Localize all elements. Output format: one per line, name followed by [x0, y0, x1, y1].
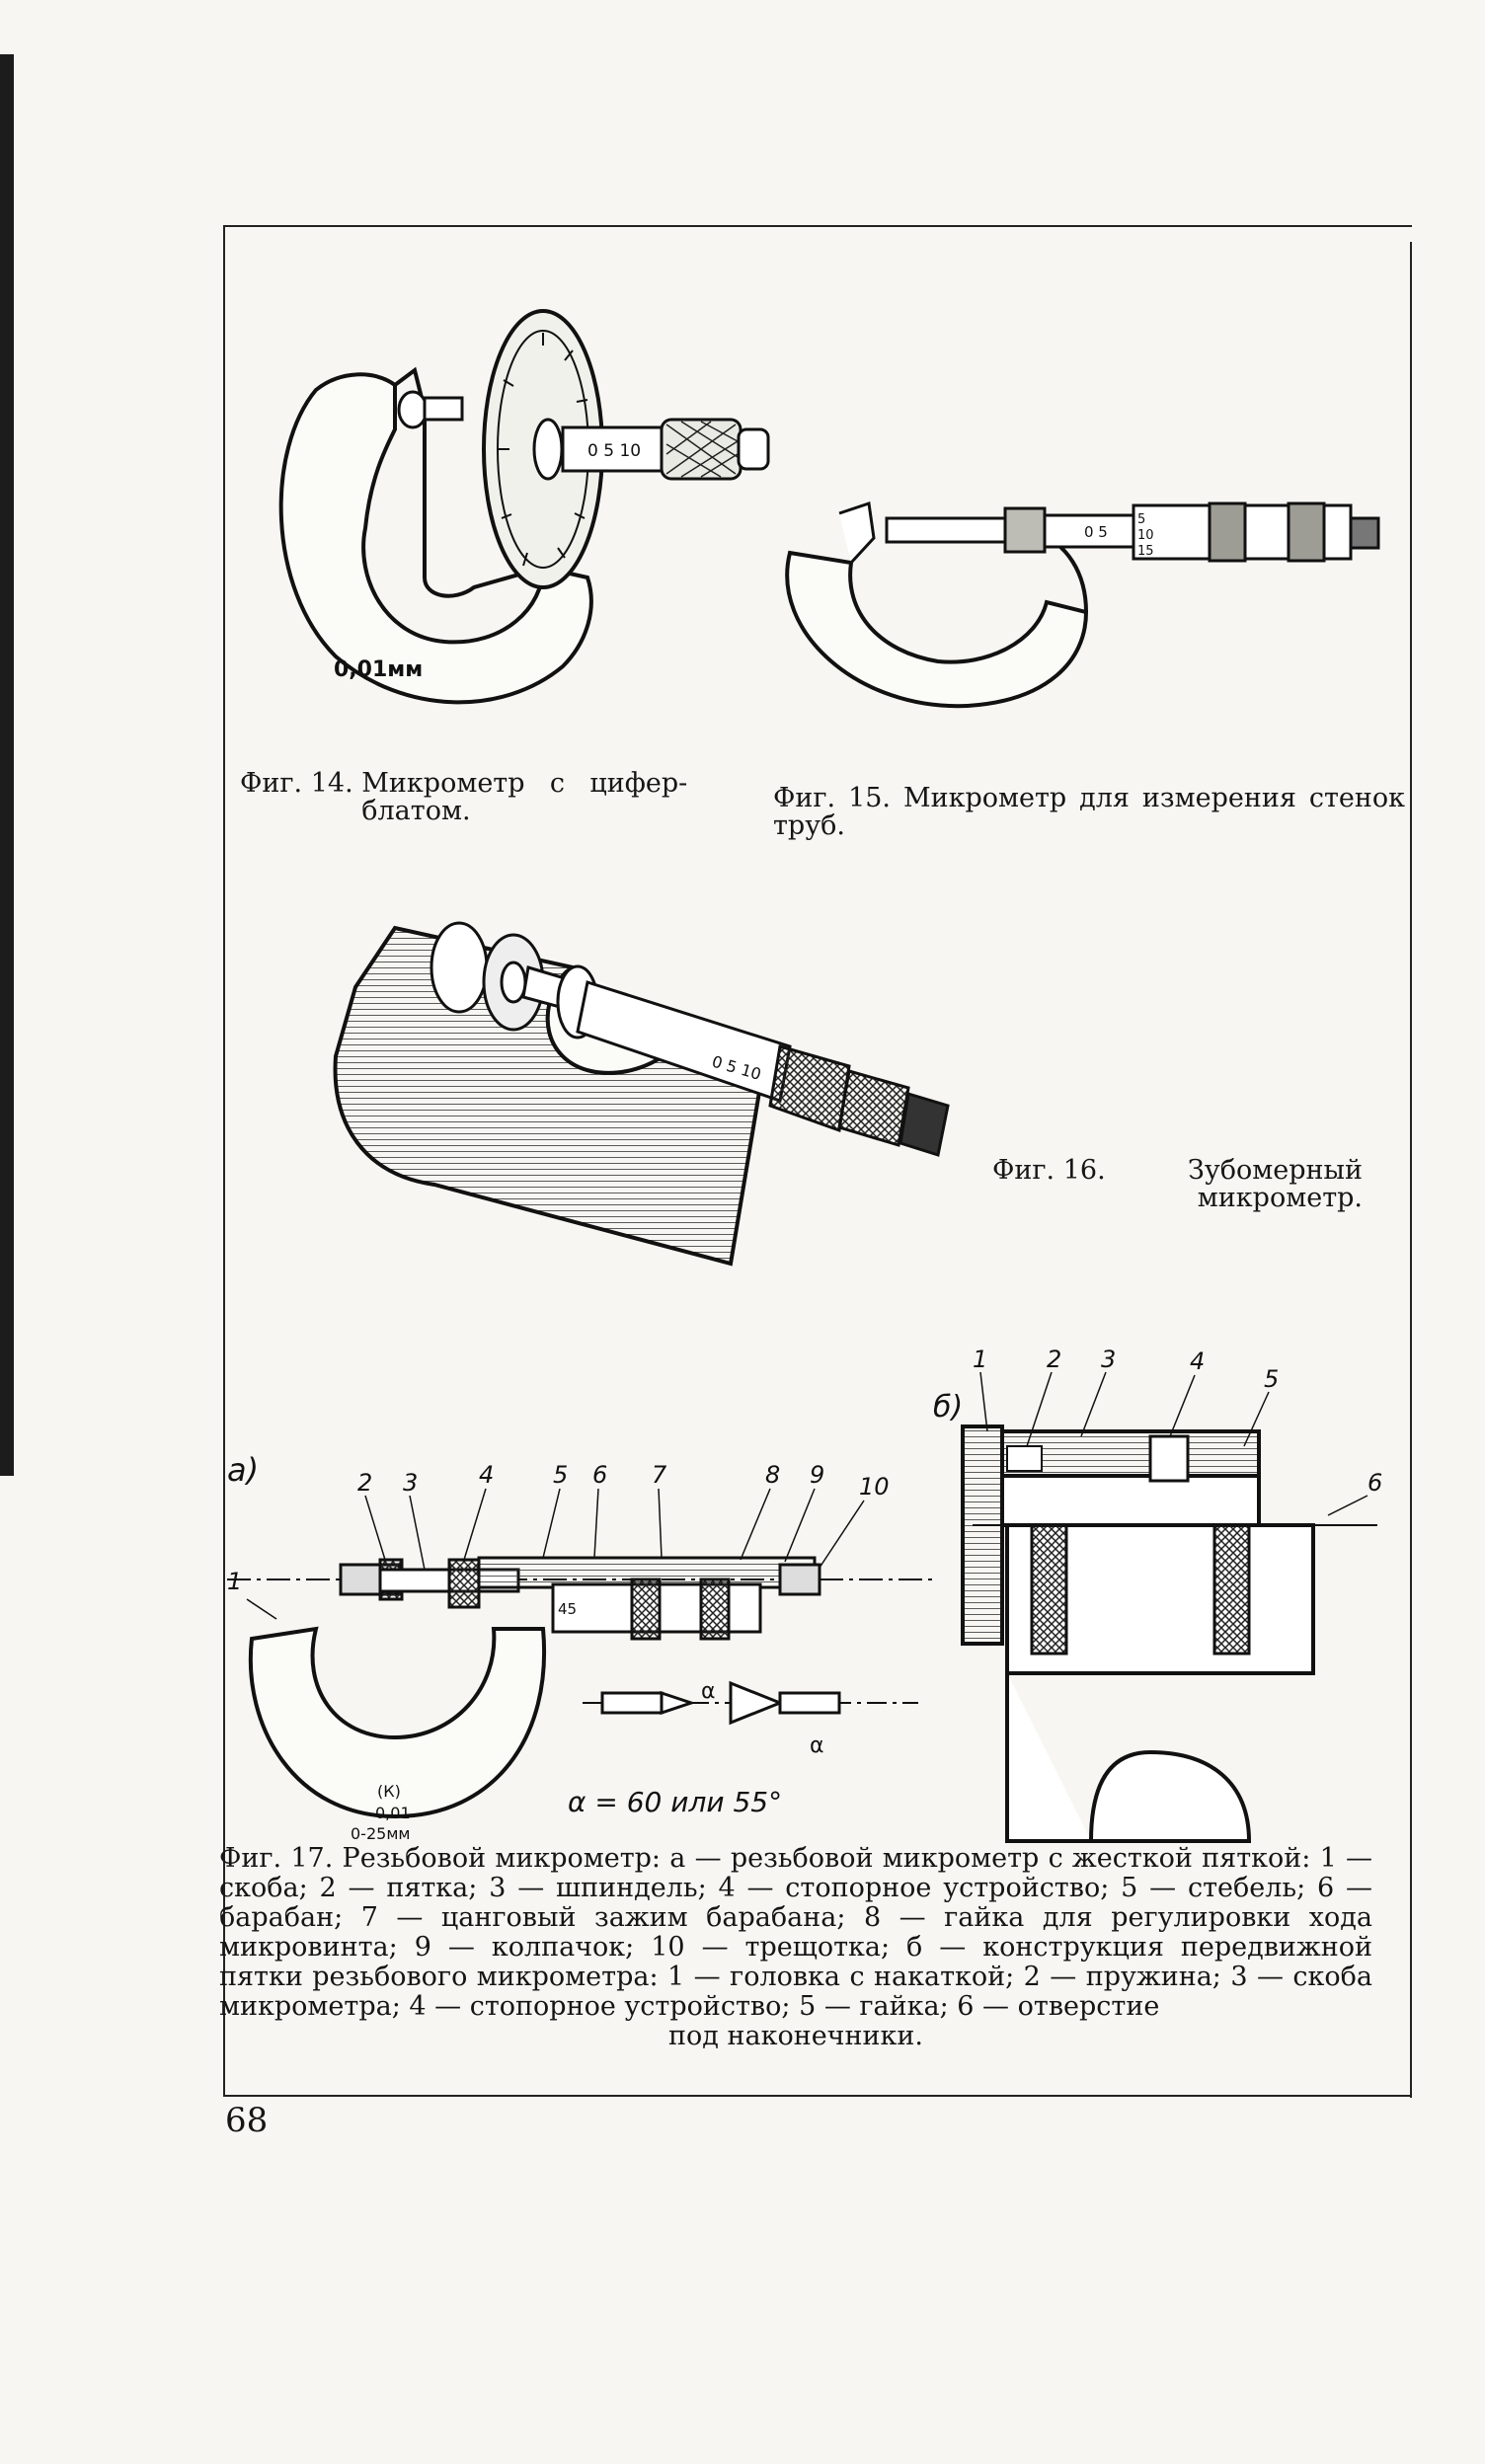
fig17a-callout-5: 5	[553, 1461, 568, 1489]
fig14-dial-micrometer: 0 5 10 0,01мм	[278, 309, 770, 705]
fig17a-callout-7: 7	[652, 1461, 667, 1489]
fig17a-callout-10: 10	[859, 1473, 890, 1501]
fig17a-thread-micrometer: а) 45 (К) 0,01 0-25мм 1 2 3 4 5 6 7 8 9 …	[227, 1451, 933, 1841]
fig15-drum-tick-3: 15	[1137, 544, 1154, 559]
fig17b-callout-6: 6	[1368, 1469, 1382, 1497]
fig15-caption: Фиг. 15. Микрометр для измерения стенок …	[773, 783, 1405, 842]
fig17a-alpha-formula: α = 60 или 55°	[568, 1786, 782, 1818]
fig17a-alpha-2: α	[810, 1733, 824, 1758]
page-number: 68	[225, 2101, 269, 2140]
fig17a-callout-2: 2	[357, 1469, 372, 1497]
fig16-caption-num: Фиг. 16.	[992, 1155, 1106, 1186]
fig14-sleeve-scale: 0 5 10	[587, 441, 641, 461]
fig17a-mark-001: 0,01	[375, 1804, 411, 1822]
fig16-gear-tooth-micrometer: 0 5 10	[333, 921, 950, 1267]
fig16-caption-text: Зубомерный микрометр.	[1188, 1155, 1363, 1214]
fig17a-callout-3: 3	[403, 1469, 418, 1497]
fig17a-drum-value: 45	[558, 1600, 577, 1618]
fig14-caption: Фиг. 14. Микрометр с цифер- блатом.	[240, 768, 714, 827]
fig17-caption-text: Фиг. 17. Резьбовой микрометр: а — резьбо…	[219, 1843, 1372, 2022]
fig17-caption-last: под наконечники.	[668, 2021, 923, 2051]
fig17a-callout-4: 4	[479, 1461, 494, 1489]
frame-top	[223, 225, 1412, 227]
frame-bottom	[223, 2095, 1412, 2097]
fig17b-callout-5: 5	[1264, 1365, 1279, 1393]
frame-right	[1410, 242, 1412, 2098]
fig15-sleeve-digits: 0 5	[1084, 523, 1108, 541]
fig17a-mark-k: (К)	[377, 1782, 401, 1801]
fig17b-callout-3: 3	[1101, 1348, 1116, 1373]
fig15-tube-micrometer: 0 5 5 10 15	[785, 501, 1380, 709]
fig14-body-text: 0,01мм	[334, 657, 423, 682]
fig17a-callout-1: 1	[227, 1568, 242, 1595]
fig17b-callout-2: 2	[1047, 1348, 1061, 1373]
fig14-caption-text: Микрометр с цифер- блатом.	[361, 768, 688, 827]
fig17a-label: а)	[227, 1451, 259, 1489]
fig17b-callout-1: 1	[973, 1348, 987, 1373]
fig16-caption: Фиг. 16. Зубомерный микрометр.	[992, 1155, 1363, 1214]
fig17b-callout-4: 4	[1190, 1348, 1205, 1375]
frame-left	[223, 225, 225, 2096]
fig17a-callout-6: 6	[592, 1461, 607, 1489]
fig17a-callout-9: 9	[810, 1461, 824, 1489]
fig17a-alpha-1: α	[701, 1679, 716, 1704]
fig17a-mark-range: 0-25мм	[351, 1824, 410, 1841]
fig15-drum-tick-2: 10	[1137, 528, 1154, 543]
fig17b-movable-anvil: б) 1 2 3 4 5 6	[933, 1348, 1382, 1843]
fig14-caption-num: Фиг. 14.	[240, 768, 353, 799]
fig17-caption: Фиг. 17. Резьбовой микрометр: а — резьбо…	[219, 1844, 1372, 2051]
fig15-drum-tick-1: 5	[1137, 512, 1145, 527]
fig17a-callout-8: 8	[765, 1461, 780, 1489]
fig17b-label: б)	[933, 1390, 963, 1424]
book-spine-shadow	[0, 54, 14, 1476]
